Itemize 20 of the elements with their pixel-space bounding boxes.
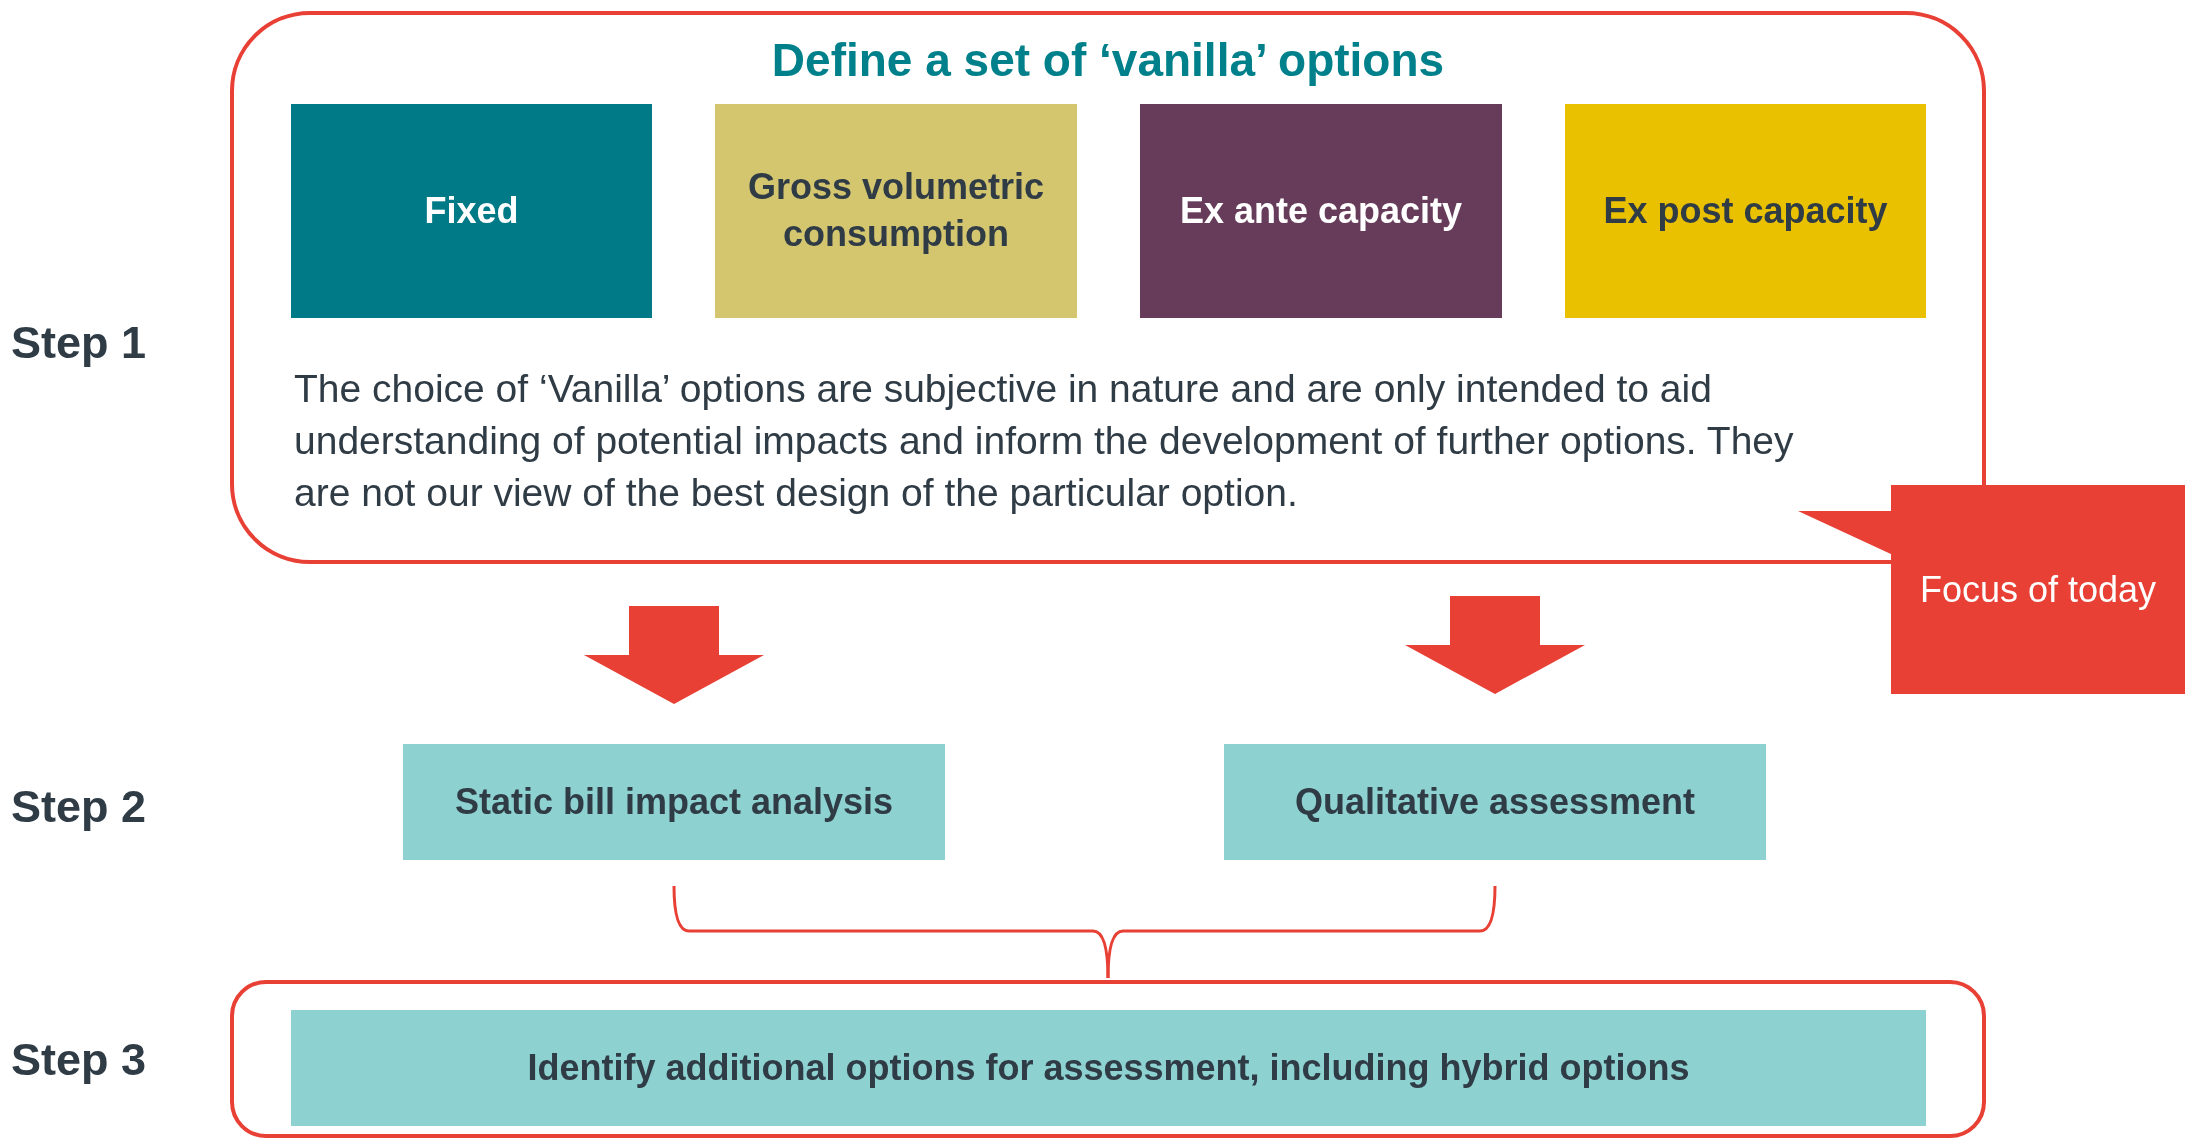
heading: Define a set of ‘vanilla’ options (770, 33, 1446, 87)
step-label: Step 1 (11, 317, 147, 369)
step-label: Step 3 (11, 1034, 147, 1086)
step-label: Step 2 (11, 781, 147, 833)
option-box: Ex post capacity (1565, 104, 1926, 318)
option-box: Static bill impact analysis (403, 744, 945, 860)
option-box: Gross volumetric consumption (715, 104, 1077, 318)
down-arrow (1405, 596, 1585, 694)
option-box: Qualitative assessment (1224, 744, 1766, 860)
option-box: Identify additional options for assessment, including hybrid options (291, 1010, 1926, 1126)
bracket-line (1106, 885, 1497, 979)
option-box: Fixed (291, 104, 652, 318)
callout-box: Focus of today (1891, 485, 2185, 694)
down-arrow (584, 606, 764, 704)
rounded-frame (230, 11, 1986, 564)
rounded-frame (230, 980, 1986, 1138)
bracket-line (672, 885, 1110, 978)
callout-pointer (1798, 511, 1893, 555)
option-box: Ex ante capacity (1140, 104, 1502, 318)
description-text: The choice of ‘Vanilla’ options are subjective in nature and are only intended to aid understanding of potential impacts and inform the development of further options. They are not our view of the best design of the particular option. (294, 366, 1795, 516)
